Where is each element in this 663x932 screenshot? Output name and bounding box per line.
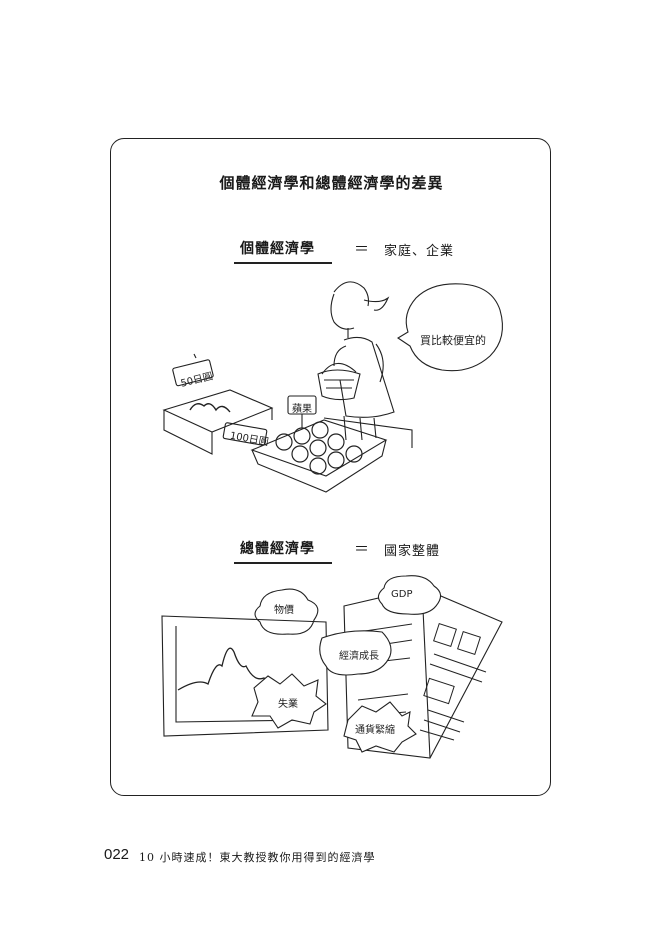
shopper-illustration (162, 281, 503, 493)
book-title: 10 小時速成！東大教授教你用得到的經濟學 (139, 851, 376, 864)
apple-crate-left-icon (162, 389, 274, 433)
figure-frame (110, 138, 551, 796)
page-number: 022 (104, 846, 130, 863)
deflation-cloud-text: 通貨緊縮 (355, 725, 395, 736)
growth-cloud-icon (319, 630, 392, 676)
shopper-hair-icon (333, 281, 370, 307)
apples-icon (275, 421, 363, 475)
macro-equals: ＝ (354, 540, 370, 558)
prices-cloud-text: 物價 (274, 605, 294, 616)
figure-title: 個體經濟學和總體經濟學的差異 (219, 174, 444, 192)
micro-equals: ＝ (354, 240, 370, 258)
speech-text: 買比較便宜的 (420, 334, 486, 347)
apple-crate-right-icon (250, 419, 388, 477)
macro-underline (234, 562, 332, 564)
apple-sign: 蘋果 (292, 404, 312, 415)
micro-value: 家庭、企業 (384, 244, 455, 259)
deflation-cloud-icon (343, 701, 417, 753)
prices-cloud-icon (254, 588, 319, 635)
growth-cloud-text: 經濟成長 (339, 651, 379, 662)
macro-label: 總體經濟學 (240, 541, 315, 557)
chart-illustration (161, 615, 329, 737)
gdp-cloud-text: GDP (391, 589, 413, 600)
unemployment-cloud-text: 失業 (278, 699, 298, 710)
micro-label: 個體經濟學 (240, 241, 315, 257)
gdp-cloud-icon (377, 575, 442, 615)
macro-illustration (161, 575, 503, 759)
speech-bubble-icon (396, 283, 503, 372)
basket-icon (317, 369, 361, 401)
unemployment-cloud-icon (251, 673, 327, 729)
macro-value: 國家整體 (384, 544, 441, 559)
micro-underline (234, 262, 332, 264)
